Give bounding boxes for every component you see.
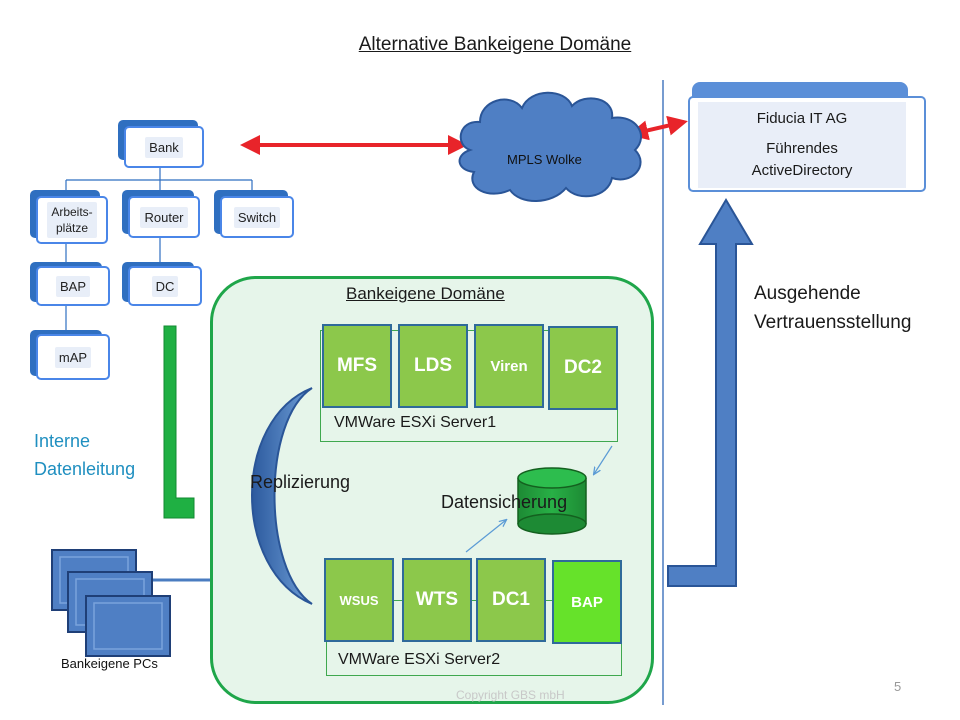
vm-wts[interactable]: WTS [402,558,472,642]
org-node-dc-label: DC [151,275,179,297]
org-node-workplaces-label: Arbeits- plätze [47,202,97,238]
org-node-bank-label: Bank [145,136,183,158]
page-title: Alternative Bankeigene Domäne [358,34,632,55]
fiducia-box[interactable]: Fiducia IT AG Führendes ActiveDirectory [688,96,926,192]
vm-viren[interactable]: Viren [474,324,544,408]
outgoing-trust-label: Ausgehende Vertrauensstellung [754,283,912,333]
fiducia-name: Fiducia IT AG [756,110,848,127]
org-node-map[interactable]: mAP [36,334,110,380]
pcs-label: Bankeigene PCs [61,656,158,671]
backup-label: Datensicherung [441,492,568,512]
backup-arrow-server1 [594,445,613,474]
page-number: 5 [894,679,902,694]
vm-lds[interactable]: LDS [398,324,468,408]
internal-line-label: Interne Datenleitung [34,431,136,479]
org-node-switch[interactable]: Switch [220,196,294,238]
footer-copyright: Copyright GBS mbH [456,688,565,702]
org-connectors [65,166,253,330]
server2-label: VMWare ESXi Server2 [338,651,501,668]
vm-bap[interactable]: BAP [552,560,622,644]
fiducia-role-line2: ActiveDirectory [751,162,853,179]
vm-dc2[interactable]: DC2 [548,326,618,410]
org-node-workplaces[interactable]: Arbeits- plätze [36,196,108,244]
backup-arrow-server2 [465,520,506,553]
org-node-router-label: Router [140,206,188,228]
org-node-bap-label: BAP [55,275,90,297]
org-node-dc[interactable]: DC [128,266,202,306]
internal-data-line [163,325,195,519]
server1-label: VMWare ESXi Server1 [334,414,497,431]
vm-wsus[interactable]: WSUS [324,558,394,642]
replication-label: Replizierung [250,472,351,492]
domain-title: Bankeigene Domäne [346,284,505,303]
org-node-bank[interactable]: Bank [124,126,204,168]
org-node-bap[interactable]: BAP [36,266,110,306]
vm-mfs[interactable]: MFS [322,324,392,408]
org-node-map-label: mAP [54,346,92,368]
mpls-cloud [458,91,642,202]
pc-stack-icon [51,549,171,657]
mpls-cloud-label: MPLS Wolke [507,152,582,167]
org-node-router[interactable]: Router [128,196,200,238]
fiducia-role-line1: Führendes [766,140,838,157]
outgoing-trust-arrow [667,198,754,587]
fiducia-content: Fiducia IT AG Führendes ActiveDirectory [698,102,906,188]
vm-dc1[interactable]: DC1 [476,558,546,642]
replication-arc [251,387,313,605]
backup-database-icon [517,467,587,535]
org-node-switch-label: Switch [233,206,281,228]
